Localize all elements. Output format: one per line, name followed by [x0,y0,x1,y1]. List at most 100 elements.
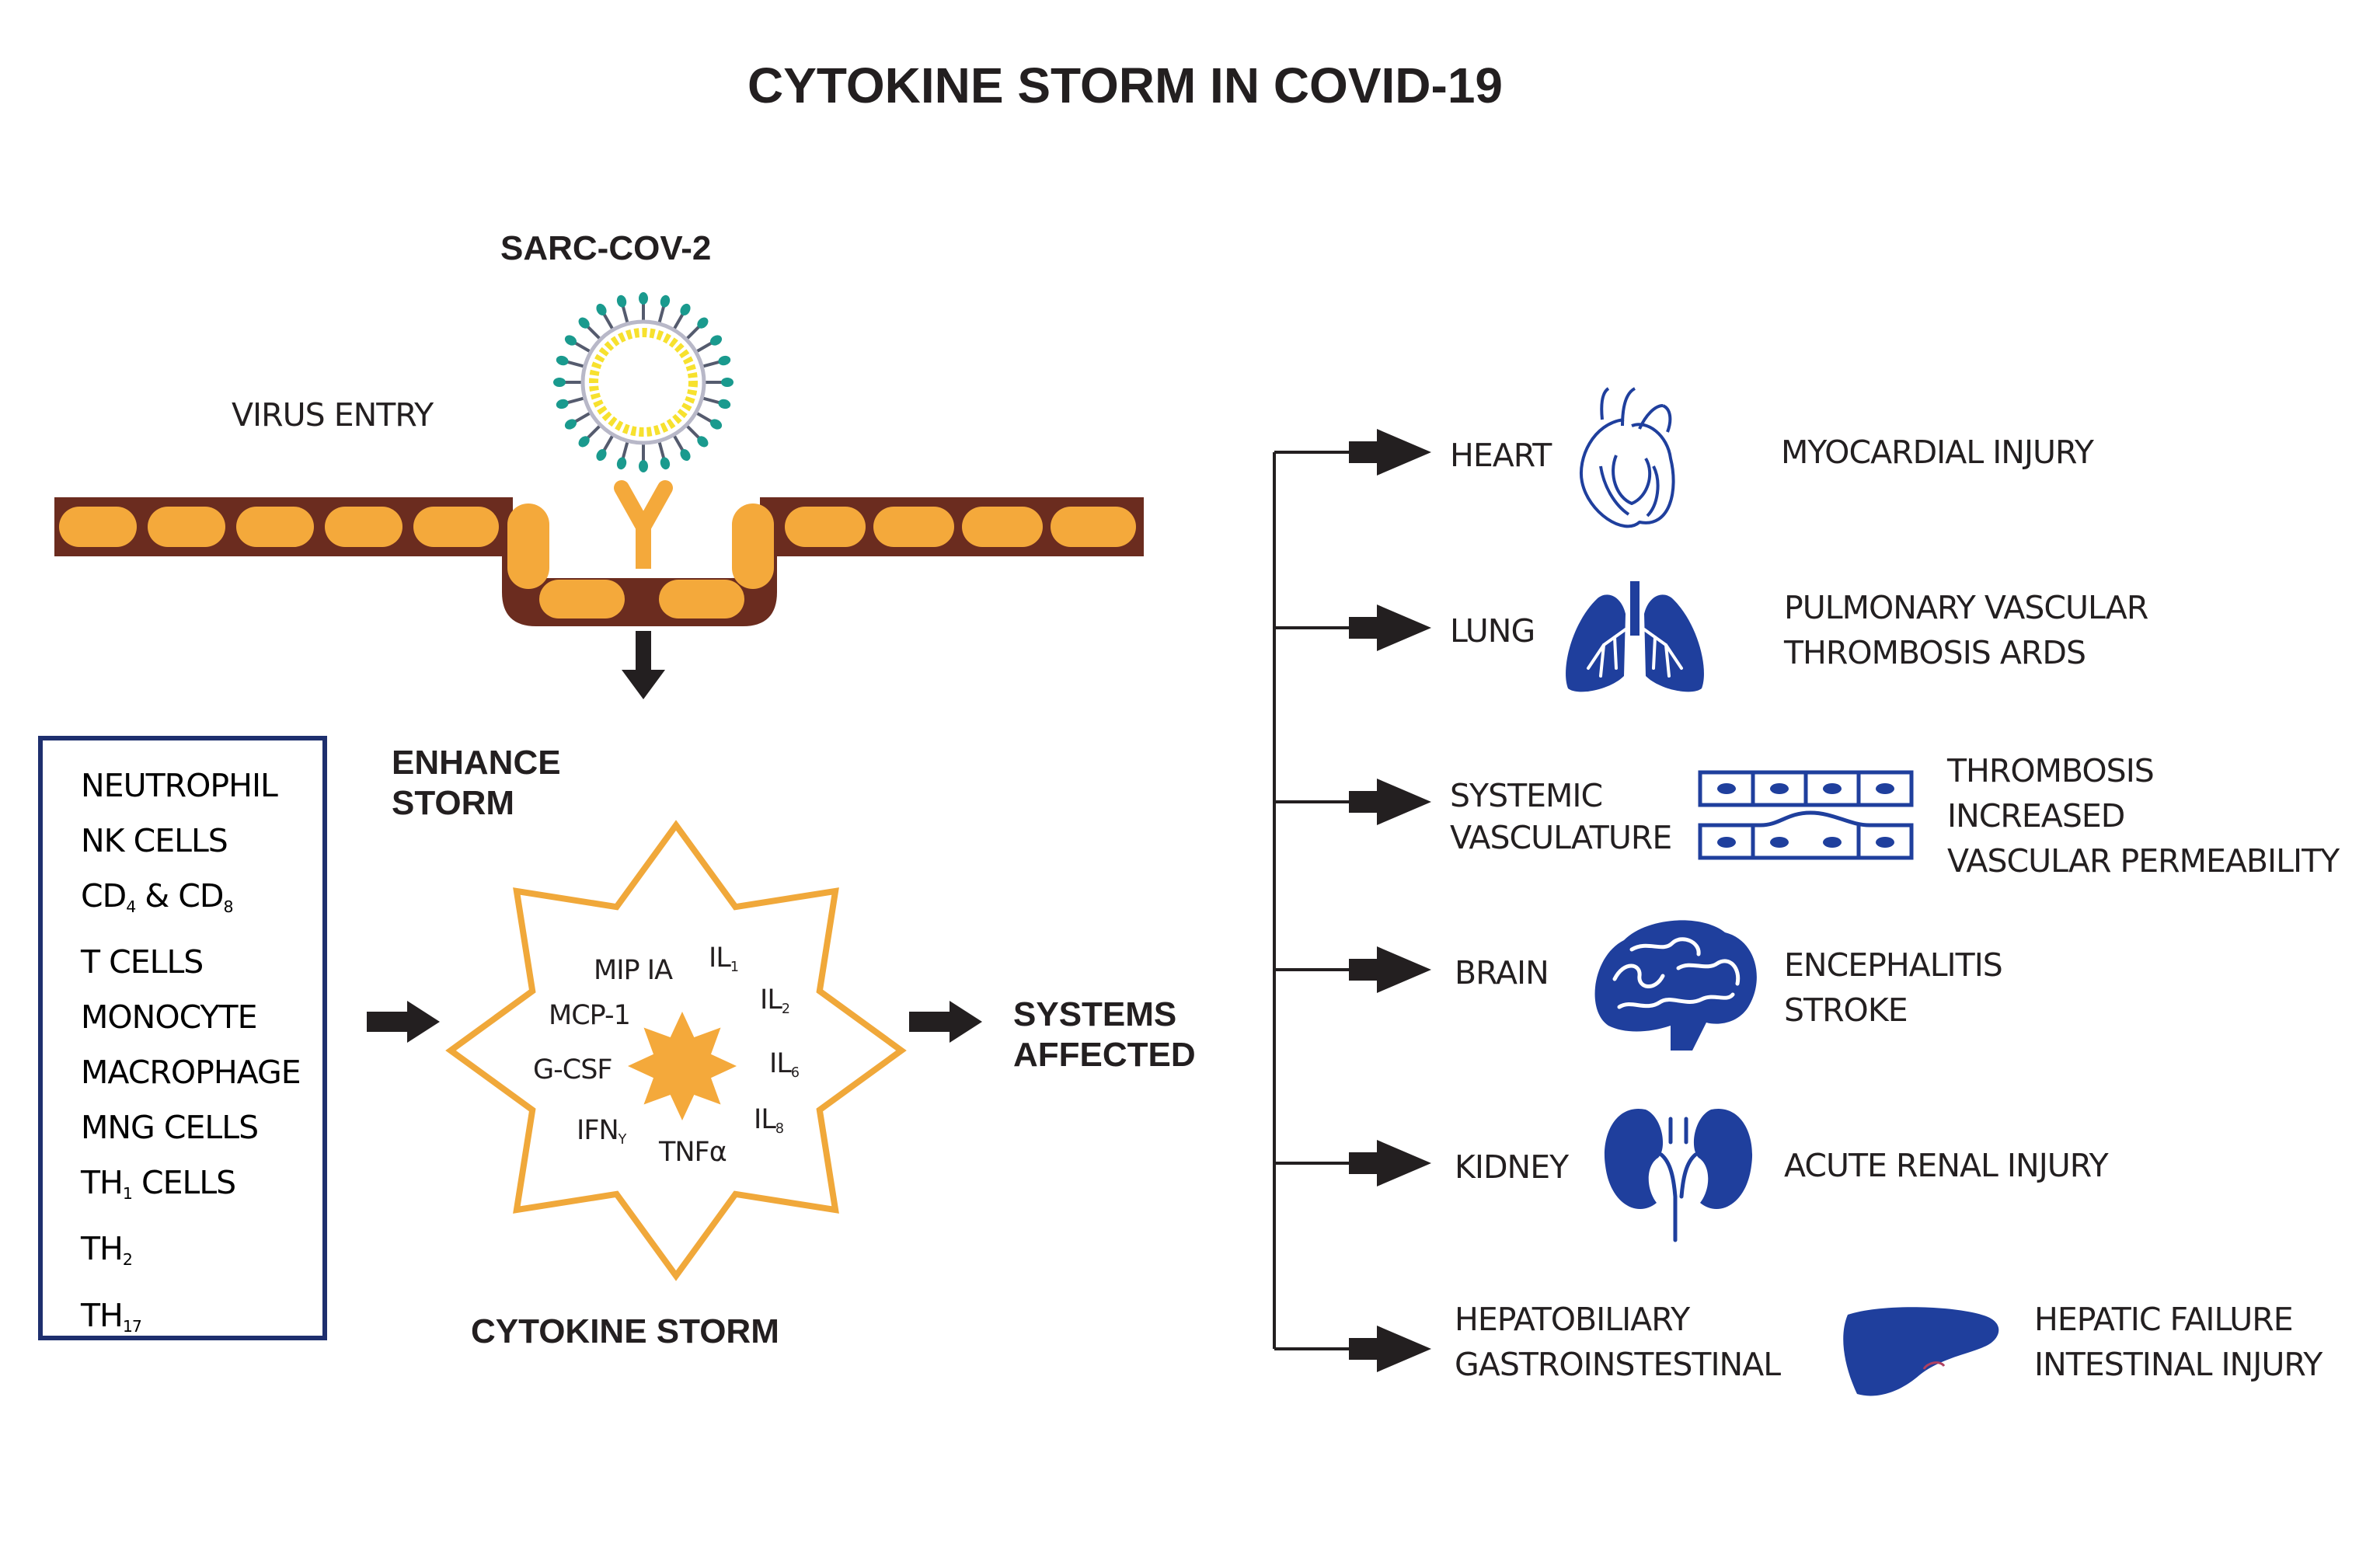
arrow-to-systems [909,1001,982,1043]
virus-spike-tip [616,294,627,308]
diagram-title: CYTOKINE STORM IN COVID-19 [747,57,1503,113]
cytokine-il1: IL1 [709,943,739,976]
virus-spike [621,440,629,461]
virus-spike [701,396,722,405]
virus-spike-tip [718,399,731,409]
blood-cells [1717,783,1894,848]
organ-effect-brain: ENCEPHALITIS [1784,946,2003,984]
virus-spike [601,311,615,331]
organ-effect-vasculature: VASCULAR PERMEABILITY [1947,842,2340,880]
organ-name-hepatobiliary: HEPATOBILIARY [1455,1301,1690,1338]
cytokine-burst-icon [628,1012,737,1120]
immune-cell-item: MACROPHAGE [81,1054,301,1092]
immune-cell-item: TH2 [81,1230,133,1270]
immune-cell-item: TH1 CELLS [81,1164,236,1204]
virus-spike-tip [616,457,627,470]
cytokine-il8: IL8 [754,1104,784,1138]
virus-spike-tip [709,335,723,346]
arrow-to-storm-enhance [622,631,665,699]
enhance-label: ENHANCE [392,744,561,782]
virus-spike [572,340,592,354]
organ-effect-lung: PULMONARY VASCULAR [1784,589,2148,626]
cytokine-storm-label: CYTOKINE STORM [471,1312,779,1350]
virus-spike-tip [680,448,691,462]
virus-spike-tip [578,317,590,329]
organ-connector [1273,451,1352,1350]
virus-spike [695,340,715,354]
immune-cell-item: T CELLS [81,943,204,981]
organ-effect-liver: INTESTINAL INJURY [2034,1346,2323,1383]
cytokine-il2: IL2 [760,984,790,1018]
liver-icon [1843,1307,1999,1396]
organ-name-vasculature: VASCULATURE [1450,819,1672,856]
cytokine-mcp: MCP-1 [549,1000,631,1031]
virus-spike [695,411,715,424]
virus-spike-tip [556,399,569,409]
enhance-label: STORM [392,784,515,822]
organ-name-lung: LUNG [1450,612,1535,650]
virus-name: SARC-COV-2 [500,229,712,267]
organ-name-hepatobiliary: GASTROINSTESTINAL [1455,1346,1781,1383]
brain-icon [1594,920,1757,1051]
cytokine-tnf: TNFα [659,1137,727,1168]
virus-spike-tip [553,378,566,387]
organ-effect-liver: HEPATIC FAILURE [2034,1301,2294,1338]
cytokine-gcsf: G-CSF [533,1054,613,1085]
receptor-icon [614,480,673,535]
immune-cell-item: MONOCYTE [81,998,257,1037]
virus-spike [657,304,666,325]
virus-spike-tip [709,419,723,430]
organ-name-kidney: KIDNEY [1455,1148,1569,1186]
virus-spike-tip [556,355,569,366]
blood-vessel-icon [1698,770,1914,860]
virus-spike [565,396,586,405]
virus-spike-tip [718,355,731,366]
virus-spike-tip [680,303,691,316]
immune-cell-item: MNG CELLS [81,1109,259,1147]
arrow-to-cytokine-storm [367,1001,440,1043]
cytokine-mip: MIP IA [594,955,673,986]
organ-effect-heart: MYOCARDIAL INJURY [1781,434,2094,471]
virus-spike [572,411,592,424]
virus-spike-tip [639,460,648,472]
virus-spike-tip [721,378,734,387]
organ-arrows [1349,429,1431,1372]
virus-spike [685,324,702,341]
immune-cell-item: NEUTROPHIL [81,767,278,804]
lungs-icon [1566,581,1704,692]
virus-spike [601,434,615,454]
virus-spike-tip [697,317,709,329]
organ-name-heart: HEART [1450,437,1552,474]
organ-name-vasculature: SYSTEMIC [1450,777,1603,814]
virus-spike [565,360,586,368]
virus-spike-tip [564,335,577,346]
organ-effect-vasculature: THROMBOSIS [1947,752,2155,789]
virus-spike-tip [660,294,671,308]
cell-membrane [54,497,1144,626]
virus-icon [580,319,706,445]
virus-spike-tip [578,436,590,448]
cytokine-il6: IL6 [769,1048,800,1082]
virus-spike-tip [596,303,607,316]
virus-spike [657,440,666,461]
kidneys-icon [1604,1108,1753,1242]
organ-effect-vasculature: INCREASED [1947,797,2125,835]
virus-spike [585,324,602,341]
virus-spike [701,360,722,368]
systems-affected-label: AFFECTED [1013,1036,1196,1074]
virus-spike [685,423,702,441]
virus-spike [672,311,685,331]
virus-spike-tip [596,448,607,462]
virus-spike-tip [660,457,671,470]
cytokine-ifn: IFNY [577,1115,626,1148]
virus-spike [585,423,602,441]
virus-spike-tip [564,419,577,430]
immune-cells-box [38,736,327,1340]
organ-effect-lung: THROMBOSIS ARDS [1784,634,2086,671]
organ-name-brain: BRAIN [1455,954,1549,991]
immune-cell-item: NK CELLS [81,822,228,859]
virus-spike-tip [639,292,648,305]
virus-spike [621,304,629,325]
